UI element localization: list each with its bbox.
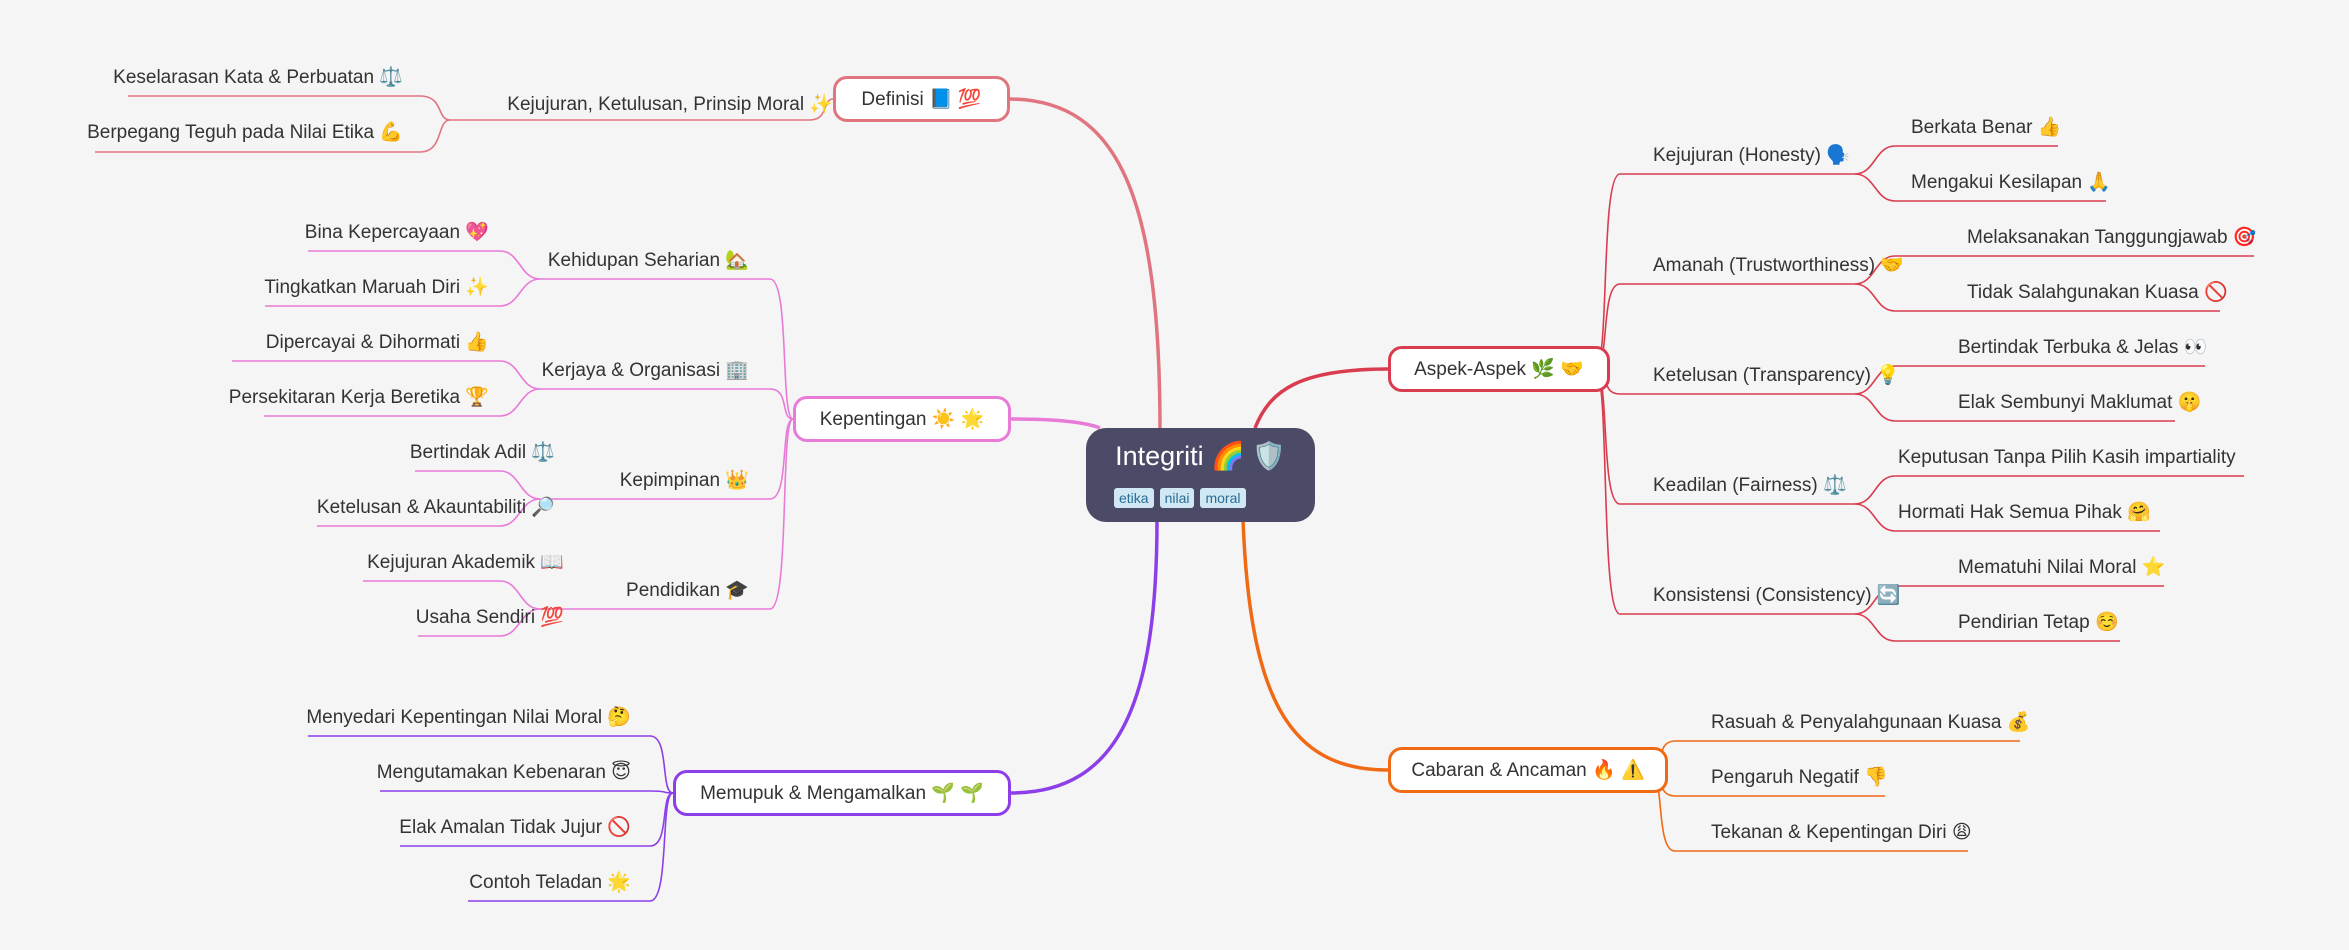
aspek-item-3-child-1[interactable]: Bertindak Terbuka & Jelas 👀 (1958, 337, 2208, 358)
cabaran-item-2[interactable]: Pengaruh Negatif 👎 (1711, 767, 1888, 788)
aspek-item-3-child-2[interactable]: Elak Sembunyi Maklumat 🤫 (1958, 392, 2202, 413)
kepentingan-item-1[interactable]: Kehidupan Seharian 🏡 (547, 250, 749, 271)
branch-definisi[interactable]: Definisi 📘 💯 (833, 76, 1010, 122)
aspek-item-1-child-2[interactable]: Mengakui Kesilapan 🙏 (1911, 172, 2112, 193)
memupuk-item-1[interactable]: Menyedari Kepentingan Nilai Moral 🤔 (306, 707, 631, 728)
link-def-1 (809, 98, 834, 121)
memupuk-item-3[interactable]: Elak Amalan Tidak Jujur 🚫 (399, 817, 631, 838)
link-asp-2b (1854, 393, 1896, 422)
memupuk-item-4[interactable]: Contoh Teladan 🌟 (469, 872, 631, 893)
kepentingan-item-3-child-2[interactable]: Ketelusan & Akauntabiliti 🔎 (316, 497, 555, 518)
kepentingan-item-3-child-1[interactable]: Bertindak Adil ⚖️ (409, 442, 555, 463)
link-mem-2 (649, 792, 674, 847)
link-kepentingan (1010, 417, 1101, 430)
link-memupuk (1010, 519, 1159, 795)
link-kep-2a (499, 470, 541, 500)
link-cabaran (1241, 519, 1389, 772)
link-asp-0 (1594, 173, 1621, 370)
aspek-item-2-child-1[interactable]: Melaksanakan Tanggungjawab 🎯 (1967, 227, 2257, 248)
aspek-item-3[interactable]: Ketelusan (Transparency) 💡 (1653, 365, 1900, 386)
link-kep-1a (499, 360, 541, 390)
central-title: Integriti 🌈 🛡️ (1115, 441, 1286, 471)
link-asp-4 (1594, 368, 1621, 615)
link-kep-3b (499, 608, 541, 637)
aspek-item-5-child-2[interactable]: Pendirian Tetap ☺️ (1958, 612, 2119, 633)
tag-moral[interactable]: moral (1200, 488, 1246, 508)
definisi-item-1[interactable]: Kejujuran, Ketulusan, Prinsip Moral ✨ (507, 94, 833, 115)
tag-nilai[interactable]: nilai (1159, 488, 1195, 508)
link-kep-0b (499, 278, 541, 307)
link-def-1b (419, 119, 451, 153)
link-definisi (1009, 97, 1162, 431)
link-mem-0 (649, 735, 674, 794)
memupuk-item-2[interactable]: Mengutamakan Kebenaran 😇 (376, 762, 631, 783)
link-asp-4b (1854, 613, 1896, 642)
link-asp-3a (1854, 475, 1896, 505)
cabaran-item-3[interactable]: Tekanan & Kepentingan Diri 😩 (1711, 822, 1972, 843)
link-kep-2 (769, 418, 794, 500)
aspek-item-2[interactable]: Amanah (Trustworthiness) 🤝 (1653, 255, 1905, 276)
link-asp-4a (1854, 585, 1896, 615)
kepentingan-item-1-child-2[interactable]: Tingkatkan Maruah Diri ✨ (264, 277, 489, 298)
definisi-item-1-child-2[interactable]: Berpegang Teguh pada Nilai Etika 💪 (87, 122, 403, 143)
aspek-item-4-child-2[interactable]: Hormati Hak Semua Pihak 🤗 (1898, 502, 2151, 523)
link-kep-2b (499, 498, 541, 527)
kepentingan-item-2[interactable]: Kerjaya & Organisasi 🏢 (541, 360, 749, 381)
tag-etika[interactable]: etika (1114, 488, 1154, 508)
link-asp-1b (1854, 283, 1896, 312)
link-asp-0b (1854, 173, 1896, 202)
tag-list: etika nilai moral (1114, 488, 1246, 508)
kepentingan-item-2-child-2[interactable]: Persekitaran Kerja Beretika 🏆 (228, 387, 489, 408)
link-kep-3a (499, 580, 541, 610)
link-asp-1a (1854, 255, 1896, 285)
aspek-item-1[interactable]: Kejujuran (Honesty) 🗣️ (1653, 145, 1850, 166)
aspek-item-4[interactable]: Keadilan (Fairness) ⚖️ (1653, 475, 1847, 496)
definisi-item-1-child-1[interactable]: Keselarasan Kata & Perbuatan ⚖️ (113, 67, 403, 88)
branch-aspek[interactable]: Aspek-Aspek 🌿 🤝 (1388, 346, 1610, 392)
kepentingan-item-2-child-1[interactable]: Dipercayai & Dihormati 👍 (265, 332, 489, 353)
link-def-1a (419, 95, 451, 121)
aspek-item-5[interactable]: Konsistensi (Consistency) 🔄 (1653, 585, 1901, 606)
link-kep-3 (769, 418, 794, 610)
kepentingan-item-4-child-1[interactable]: Kejujuran Akademik 📖 (367, 552, 564, 573)
aspek-item-2-child-2[interactable]: Tidak Salahgunakan Kuasa 🚫 (1967, 282, 2228, 303)
kepentingan-item-4[interactable]: Pendidikan 🎓 (626, 580, 749, 601)
aspek-item-4-child-1[interactable]: Keputusan Tanpa Pilih Kasih impartiality (1898, 447, 2236, 468)
link-kep-1b (499, 388, 541, 417)
link-asp-2a (1854, 365, 1896, 395)
kepentingan-item-4-child-2[interactable]: Usaha Sendiri 💯 (415, 607, 564, 628)
link-kep-0a (499, 250, 541, 280)
branch-memupuk[interactable]: Memupuk & Mengamalkan 🌱 🌱 (673, 770, 1011, 816)
central-topic[interactable]: Integriti 🌈 🛡️ etika nilai moral (1086, 428, 1315, 522)
link-aspek (1253, 367, 1389, 429)
aspek-item-1-child-1[interactable]: Berkata Benar 👍 (1911, 117, 2062, 138)
branch-kepentingan[interactable]: Kepentingan ☀️ 🌟 (793, 396, 1011, 442)
link-kep-0 (769, 278, 794, 420)
cabaran-item-1[interactable]: Rasuah & Penyalahgunaan Kuasa 💰 (1711, 712, 2031, 733)
link-kep-1 (769, 388, 794, 420)
link-asp-3b (1854, 503, 1896, 532)
kepentingan-item-3[interactable]: Kepimpinan 👑 (619, 470, 749, 491)
kepentingan-item-1-child-1[interactable]: Bina Kepercayaan 💖 (304, 222, 489, 243)
link-asp-0a (1854, 145, 1896, 175)
branch-cabaran[interactable]: Cabaran & Ancaman 🔥 ⚠️ (1388, 747, 1668, 793)
aspek-item-5-child-1[interactable]: Mematuhi Nilai Moral ⭐ (1958, 557, 2166, 578)
link-mem-3 (649, 792, 674, 902)
